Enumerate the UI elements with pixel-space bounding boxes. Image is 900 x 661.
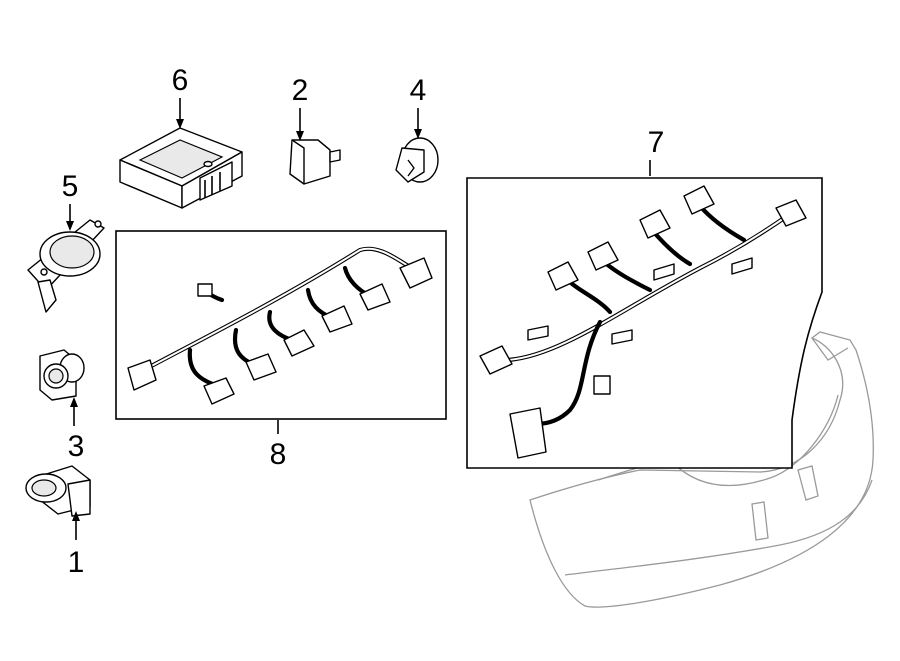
callout-8: 8 bbox=[270, 438, 287, 471]
control-module-icon[interactable] bbox=[119, 127, 243, 209]
callout-7: 7 bbox=[648, 126, 665, 159]
callout-4: 4 bbox=[410, 74, 427, 107]
sensor-bracket-icon[interactable] bbox=[289, 139, 341, 185]
callout-6: 6 bbox=[172, 64, 189, 97]
warning-buzzer-icon[interactable] bbox=[27, 219, 105, 313]
clip-icon[interactable] bbox=[395, 137, 439, 183]
callout-3: 3 bbox=[68, 430, 85, 463]
callout-1: 1 bbox=[68, 546, 85, 579]
callout-2: 2 bbox=[292, 74, 309, 107]
harness-8-frame bbox=[115, 230, 447, 420]
sensor-retainer-icon[interactable] bbox=[39, 349, 85, 401]
park-sensor-icon[interactable] bbox=[25, 465, 91, 517]
wiring-harness-icon[interactable] bbox=[479, 185, 807, 459]
wiring-harness-icon[interactable] bbox=[127, 246, 433, 405]
callout-5: 5 bbox=[62, 170, 79, 203]
